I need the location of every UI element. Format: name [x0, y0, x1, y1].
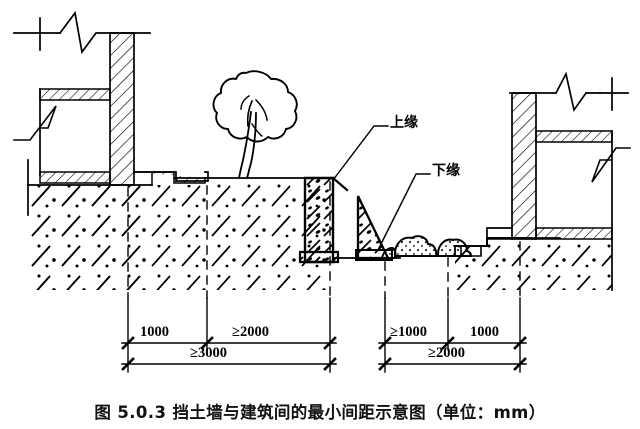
label-upper-edge: 上缘: [390, 115, 418, 131]
dimension-right-total: ≥2000: [428, 345, 465, 361]
figure-caption: 图 5.0.3 挡土墙与建筑间的最小间距示意图（单位：mm）: [94, 402, 546, 422]
dimension-left-total: ≥3000: [190, 345, 227, 361]
rubble-stones: [380, 235, 473, 259]
figure-caption-area: 图 5.0.3 挡土墙与建筑间的最小间距示意图（单位：mm）: [0, 392, 640, 429]
label-lower-edge: 下缘: [432, 163, 460, 179]
dimension-right-seg1: ≥1000: [390, 324, 427, 340]
leader-lines: [332, 125, 431, 251]
dimension-left-seg1: 1000: [140, 324, 169, 340]
building-section-left: [13, 10, 209, 186]
tree-symbol: [212, 70, 298, 180]
retaining-wall: [298, 176, 393, 264]
building-section-right: [486, 71, 631, 240]
leader-upper-edge: [332, 125, 389, 181]
lower-ground-steps: [435, 237, 531, 257]
leader-lower-edge: [377, 173, 431, 251]
extension-lines: [127, 181, 521, 373]
dimension-right-seg2: 1000: [470, 324, 499, 340]
dimension-left-seg2: ≥2000: [232, 324, 269, 340]
dimension-lines: [121, 336, 527, 371]
